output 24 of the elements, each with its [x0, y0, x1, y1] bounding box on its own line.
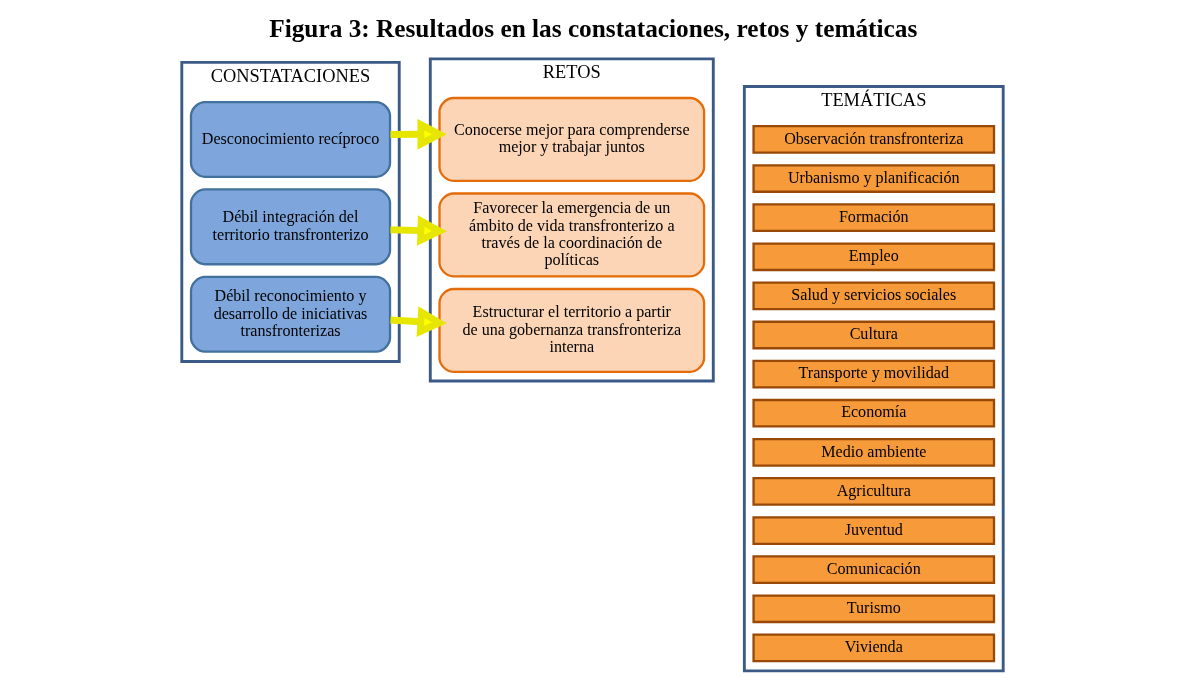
node-box: Desconocimiento recíproco [189, 100, 391, 178]
node-box: Salud y servicios sociales [751, 281, 995, 311]
node-box: Urbanismo y planificación [751, 164, 995, 193]
node-box: Transporte y movilidad [751, 359, 995, 389]
node-box: Comunicación [751, 555, 995, 585]
node-box: Conocerse mejor para comprenderse mejor y trabajar juntos [437, 96, 705, 182]
diagram-title: Figura 3: Resultados en las constataciones, retos y temáticas [268, 13, 917, 42]
arrow [389, 118, 447, 150]
node-box: Favorecer la emergencia de un ámbito de vida transfronterizo a través de la coordinación de políticas [437, 192, 705, 278]
node-box: Agricultura [751, 477, 995, 506]
node-box: Observación transfronteriza [751, 125, 995, 154]
arrow [389, 306, 447, 337]
node-box: Cultura [751, 320, 995, 350]
node-box: Empleo [751, 242, 995, 272]
node-box: Débil reconocimiento y desarrollo de iniciativas transfronterizas [189, 275, 391, 353]
node-box: Estructurar el territorio a partir de una gobernanza transfronteriza interna [437, 287, 705, 373]
node-box: Débil integración del territorio transfronterizo [189, 188, 391, 266]
node-box: Formación [751, 203, 995, 233]
node-box: Juventud [751, 516, 995, 545]
node-box: Vivienda [751, 633, 995, 663]
arrow [389, 215, 447, 246]
node-box: Turismo [751, 594, 995, 624]
node-box: Economía [751, 398, 995, 428]
node-box: Medio ambiente [751, 437, 995, 467]
